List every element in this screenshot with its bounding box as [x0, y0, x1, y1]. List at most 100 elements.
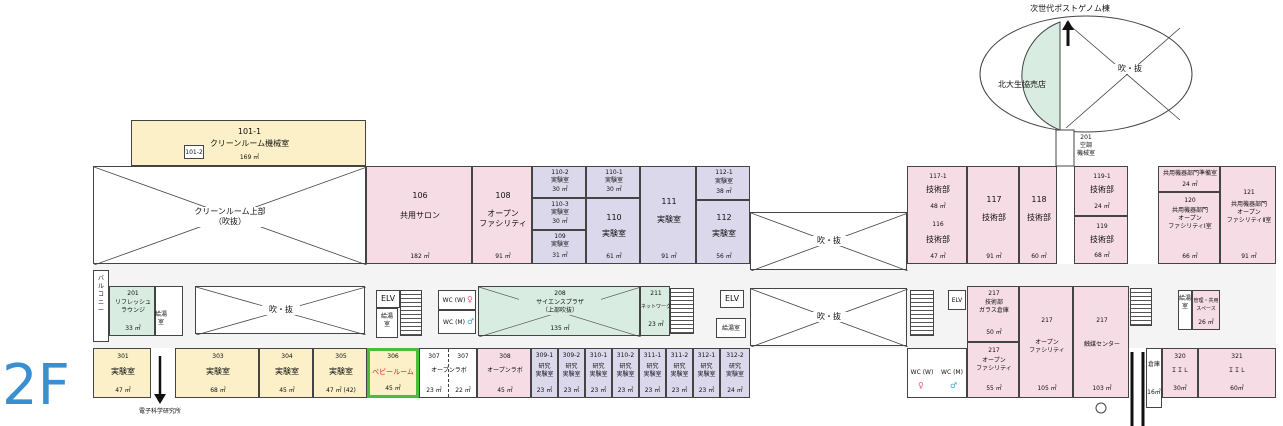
- room-area: 47 ㎡ (42): [326, 387, 356, 394]
- room-area: 24 ㎡: [727, 387, 743, 394]
- room-no: 307: [457, 353, 469, 360]
- room-name: ネットワーク室: [641, 304, 677, 310]
- room-118[interactable]: 118 技術部 60 ㎡: [1019, 166, 1057, 264]
- void-label: クリーンルーム上部 （吹抜）: [180, 207, 280, 227]
- room-306-baby[interactable]: 306 ベビールーム 45 ㎡: [367, 348, 419, 398]
- room-area: 105 ㎡: [1037, 385, 1057, 392]
- room-no: 112-1: [715, 169, 733, 176]
- room-no: 117: [986, 195, 1002, 204]
- room-320[interactable]: 320 ＩＩＬ 30㎡: [1162, 348, 1198, 398]
- room-201-refresh[interactable]: 201 リフレッシュ ラウンジ 33 ㎡: [109, 286, 155, 336]
- room-area: 50 ㎡: [986, 329, 1002, 336]
- room-217-catalyst[interactable]: 217 触媒センター 103 ㎡: [1073, 286, 1129, 398]
- room-201-no: 201: [1080, 134, 1092, 141]
- room-108[interactable]: 108 オープン ファシリティ 91 ㎡: [472, 166, 532, 264]
- room-no: 310-2: [616, 352, 635, 359]
- room-no: 112: [716, 213, 732, 222]
- room-208[interactable]: 208 サイエンスプラザ （上部吹抜） 135 ㎡: [478, 286, 641, 337]
- room-name: 実験室: [550, 209, 569, 216]
- room-no: 211: [650, 290, 662, 297]
- room-112-1[interactable]: 112-1 実験室 38 ㎡: [696, 166, 750, 200]
- room-name: 実験室: [329, 367, 353, 376]
- room-304[interactable]: 304 実験室 45 ㎡: [259, 348, 313, 398]
- room-110-2[interactable]: 110-2 実験室 30 ㎡: [532, 166, 586, 198]
- room-area: 38 ㎡: [716, 188, 732, 195]
- room-no: 309-2: [562, 352, 581, 359]
- room-mgmt[interactable]: 管理・共用 スペース 26 ㎡: [1192, 290, 1220, 330]
- room-110-3[interactable]: 110-3 実験室 30 ㎡: [532, 198, 586, 230]
- room-111[interactable]: 111 実験室 91 ㎡: [640, 166, 696, 264]
- void-label: 吹・抜: [811, 236, 847, 246]
- room-name: ＩＩＬ: [1170, 367, 1189, 374]
- room-217-glass[interactable]: 217 技術部 ガラス倉庫 50 ㎡: [967, 286, 1019, 342]
- room-303[interactable]: 303 実験室 68 ㎡: [175, 348, 259, 398]
- room-217-open1[interactable]: 217 オープン ファシリティ 55 ㎡: [967, 342, 1019, 398]
- room-no: 321: [1231, 353, 1243, 360]
- room-110[interactable]: 110 実験室 61 ㎡: [586, 198, 640, 264]
- room-name: 実験室: [275, 367, 299, 376]
- room-area: 61 ㎡: [606, 253, 622, 260]
- room-no: 217: [1041, 317, 1053, 324]
- room-no: 309-1: [535, 352, 554, 359]
- room-217-open2[interactable]: 217 オープン ファシリティ 105 ㎡: [1019, 286, 1073, 398]
- room-area: 45 ㎡: [497, 387, 513, 394]
- room-121[interactable]: 121 共用機器部門 オープン ファシリティⅡ室 91 ㎡: [1220, 166, 1276, 264]
- room-name: 技術部: [1090, 185, 1114, 194]
- room-area: 30 ㎡: [552, 218, 568, 225]
- room-area: 33 ㎡: [125, 325, 141, 332]
- room-name: 研究 実験室: [535, 363, 554, 378]
- room-no: 106: [412, 191, 428, 200]
- room-117[interactable]: 117 技術部 91 ㎡: [967, 166, 1019, 264]
- room-no: 311-2: [670, 352, 689, 359]
- room-area: 56 ㎡: [716, 253, 732, 260]
- room-308[interactable]: 308 オープンラボ 45 ㎡: [477, 348, 531, 398]
- room-117-1[interactable]: 117-1 技術部 48 ㎡ 116 技術部 47 ㎡: [907, 166, 967, 264]
- wc-label: WC (W): [442, 297, 466, 304]
- room-area: 103 ㎡: [1092, 385, 1112, 392]
- room-name: 研究 実験室: [725, 363, 744, 378]
- elv-label: ELV: [724, 294, 740, 303]
- room-prep[interactable]: 共用機器部門準備室 24 ㎡: [1158, 166, 1220, 192]
- room-307[interactable]: 307 307 オープンラボ 23 ㎡ 22 ㎡: [419, 348, 477, 398]
- room-name: 研究 実験室: [643, 363, 662, 378]
- room-305[interactable]: 305 実験室 47 ㎡ (42): [313, 348, 367, 398]
- stairs-3: [910, 290, 934, 336]
- wc-right[interactable]: WC (W) WC (M) ♀ ♂: [907, 348, 967, 398]
- elevator-3: ELV: [948, 290, 966, 310]
- room-area: 68 ㎡: [1094, 252, 1110, 259]
- kyutou-room-4: 給湯室: [1178, 290, 1192, 330]
- room-301[interactable]: 301 実験室 47 ㎡: [93, 348, 151, 398]
- room-name: 実験室: [657, 215, 681, 224]
- clean-room-machine-room[interactable]: 101-1 クリーンルーム機械室 169 ㎡ 101-2: [131, 120, 366, 166]
- room-area: 45 ㎡: [385, 385, 401, 392]
- wc-men-1[interactable]: WC (M) ♂: [438, 310, 476, 334]
- room-120[interactable]: 120 共用機器部門 オープン ファシリティⅠ室 66 ㎡: [1158, 192, 1220, 264]
- room-name: オープン ファシリティ: [479, 209, 527, 228]
- room-no: 307: [428, 353, 440, 360]
- room-110-1[interactable]: 110-1 実験室 30 ㎡: [586, 166, 640, 198]
- room-119[interactable]: 119 技術部 68 ㎡: [1074, 216, 1128, 264]
- room-321[interactable]: 321 ＩＩＬ 60㎡: [1198, 348, 1276, 398]
- kyutou-label: 給湯室: [154, 311, 167, 326]
- wc-women-1[interactable]: WC (W) ♀: [438, 290, 476, 310]
- room-no: 101-1: [237, 127, 262, 136]
- room-name: オープンラボ: [487, 367, 523, 374]
- kyutou-label: 給湯室: [381, 313, 394, 328]
- room-211[interactable]: 211 ネットワーク室 23 ㎡: [640, 286, 677, 336]
- room-area: 30㎡: [1173, 385, 1187, 392]
- storage-room[interactable]: 倉庫 16㎡: [1146, 348, 1162, 408]
- room-112[interactable]: 112 実験室 56 ㎡: [696, 200, 750, 264]
- room-109[interactable]: 109 実験室 31 ㎡: [532, 230, 586, 264]
- room-119-1[interactable]: 119-1 技術部 24 ㎡: [1074, 166, 1128, 216]
- room-no: 119: [1096, 223, 1108, 230]
- room-106[interactable]: 106 共用サロン 182 ㎡: [366, 166, 472, 264]
- room-no: 217: [988, 290, 1000, 297]
